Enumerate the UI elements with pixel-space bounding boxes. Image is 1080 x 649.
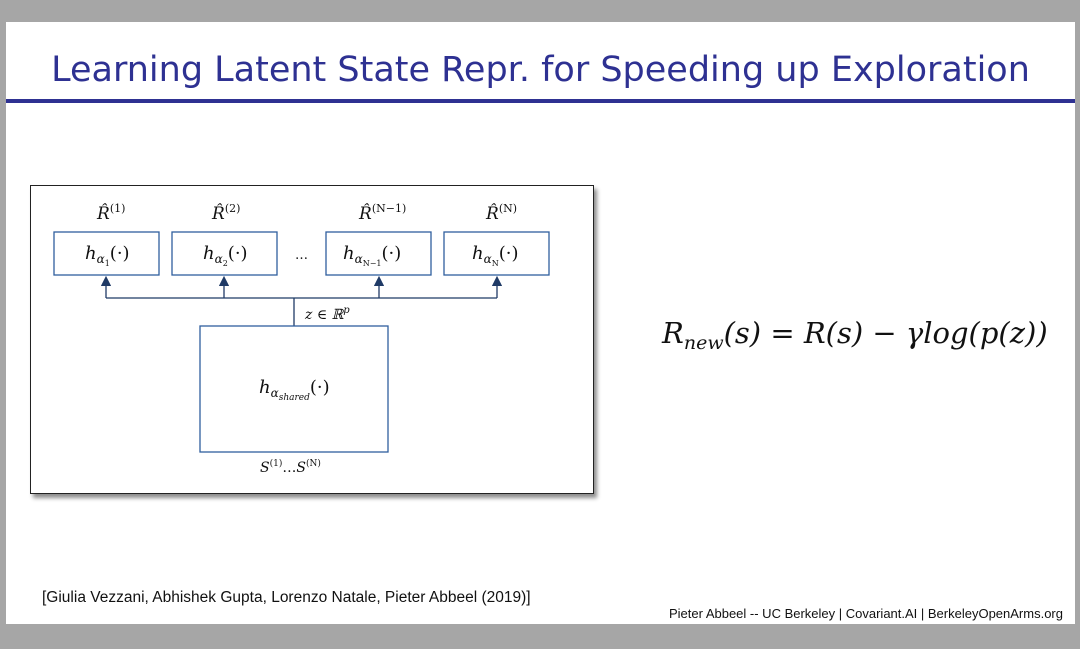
svg-text:R̂(2): R̂(2)	[211, 202, 240, 224]
head-function-2: hα2(·)	[203, 243, 248, 268]
svg-text:R̂(1): R̂(1)	[96, 202, 125, 224]
latent-connectors	[100, 275, 503, 326]
citation: [Giulia Vezzani, Abhishek Gupta, Lorenzo…	[42, 589, 531, 606]
reward-equation: Rnew(s) = R(s) − γlog(p(z))	[662, 316, 1048, 354]
head-function-4: hαN(·)	[472, 243, 518, 268]
head-output-label-3: R̂(N−1)	[358, 202, 406, 224]
svg-text:hαN−1(·): hαN−1(·)	[343, 243, 401, 268]
architecture-diagram: R̂(1) R̂(2) R̂(N−1) R̂(N) hα1(·) hα2(·)	[30, 185, 594, 494]
head-box-4	[443, 231, 550, 276]
head-function-3: hαN−1(·)	[343, 243, 401, 268]
equation-lhs: R	[662, 316, 684, 350]
shared-encoder-box	[199, 325, 389, 453]
head-box-3	[325, 231, 432, 276]
slide-title: Learning Latent State Repr. for Speeding…	[51, 50, 1030, 90]
latent-space-label: z ∈ ℝp	[304, 305, 350, 323]
svg-text:R̂(N): R̂(N)	[485, 202, 517, 224]
diagram-canvas: R̂(1) R̂(2) R̂(N−1) R̂(N) hα1(·) hα2(·)	[53, 202, 550, 476]
svg-text:R̂(N−1): R̂(N−1)	[358, 202, 406, 224]
svg-text:hαN(·): hαN(·)	[472, 243, 518, 268]
input-states-label: S(1)…S(N)	[260, 458, 321, 476]
svg-text:z ∈ ℝp: z ∈ ℝp	[304, 305, 350, 323]
head-output-label-1: R̂(1)	[96, 202, 125, 224]
svg-text:hα1(·): hα1(·)	[85, 243, 130, 268]
head-output-label-4: R̂(N)	[485, 202, 517, 224]
svg-text:hα2(·): hα2(·)	[203, 243, 248, 268]
head-function-1: hα1(·)	[85, 243, 130, 268]
svg-text:hαshared(·): hαshared(·)	[259, 377, 330, 403]
equation-rhs: (s) = R(s) − γlog(p(z))	[723, 316, 1048, 350]
equation-lhs-sub: new	[683, 332, 724, 354]
shared-encoder-function: hαshared(·)	[259, 377, 330, 403]
head-output-label-2: R̂(2)	[211, 202, 240, 224]
slide: Learning Latent State Repr. for Speeding…	[6, 22, 1075, 624]
heads-ellipsis: …	[295, 248, 308, 263]
head-box-1	[53, 231, 160, 276]
head-box-2	[171, 231, 278, 276]
title-underline	[6, 99, 1075, 103]
footer-credits: Pieter Abbeel -- UC Berkeley | Covariant…	[668, 606, 1063, 621]
svg-text:S(1)…S(N): S(1)…S(N)	[260, 458, 321, 476]
